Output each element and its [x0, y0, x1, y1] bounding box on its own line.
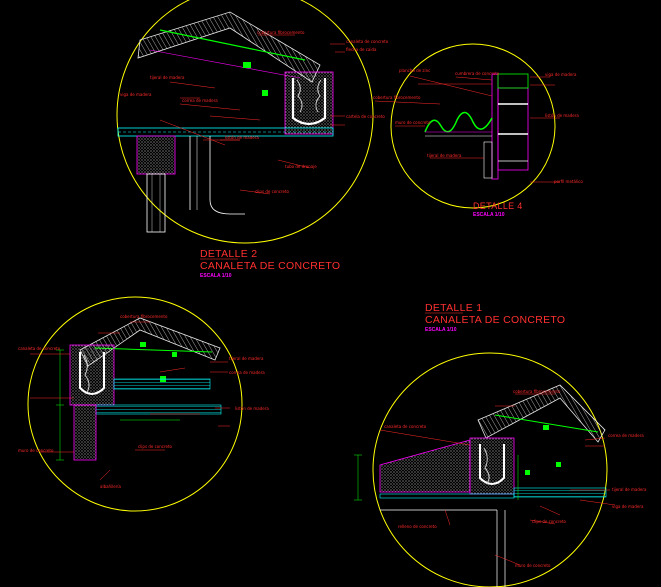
sloped-concrete-fill: [379, 439, 471, 493]
label-canaleta: canaleta de concreto: [346, 39, 389, 44]
label-cobertura: cobertura fibrocemento: [257, 30, 305, 35]
label-liston: listón de madera: [225, 135, 259, 140]
label-cobertura-d1: cobertura fibrocemento: [513, 389, 561, 394]
detail-2-circle: [116, 0, 374, 244]
detail-1-title-block: DETALLE 1 CANALETA DE CONCRETO ESCALA 1/…: [425, 302, 565, 333]
label-tijeral: tijeral de madera: [150, 75, 185, 80]
detail-1-title: DETALLE 1: [425, 302, 482, 314]
label-cobertura-d4: cobertura fibrocemento: [373, 95, 421, 100]
label-cumbrera: cumbrera de concreto: [455, 71, 500, 76]
label-canaleta-d3: canaleta de concreto: [18, 346, 61, 351]
detail-1-subtitle: CANALETA DE CONCRETO: [425, 314, 565, 326]
detail-3-drawing: cobertura fibrocemento canaleta de concr…: [18, 296, 269, 512]
label-clips-d3: clips de concreto: [138, 444, 173, 449]
label-muro-d1: muro de concreto: [515, 563, 551, 568]
label-muro-d3: muro de concreto: [18, 448, 54, 453]
label-muro-d4: muro de concreto: [395, 120, 431, 125]
label-cartela: cartela de concreto: [346, 114, 385, 119]
detail-4-drawing: plancha de zinc cumbrera de concreto vig…: [373, 43, 583, 209]
detail-1-circle: [372, 352, 608, 587]
detail-2-scale: ESCALA 1/10: [200, 273, 232, 279]
label-cobertura-d3: cobertura fibrocemento: [120, 314, 168, 319]
label-viga: viga de madera: [120, 92, 152, 97]
label-perfil-d4: perfil metálico: [554, 179, 583, 184]
detail-2-subtitle: CANALETA DE CONCRETO: [200, 260, 340, 272]
label-tijeral-d3: tijeral de madera: [229, 356, 264, 361]
detail-1-scale: ESCALA 1/10: [425, 327, 457, 333]
label-correa-d1: correa de madera: [608, 433, 644, 438]
label-canaleta-d1: canaleta de concreto: [384, 424, 427, 429]
label-tubo: tubo de drenaje: [285, 164, 317, 169]
detail-2-drawing: cobertura fibrocemento canaleta de concr…: [116, 0, 389, 244]
label-tijeral-d4: tijeral de madera: [427, 153, 462, 158]
detail-2-title: DETALLE 2: [200, 248, 257, 260]
detail-1-drawing: cobertura fibrocemento canaleta de concr…: [354, 352, 647, 587]
detail-4-title-block: DETALLE 4 ESCALA 1/10: [473, 201, 523, 218]
label-albanileria-d3: albañilería: [100, 484, 122, 489]
detail-4-circle: [390, 43, 556, 209]
label-tijeral-d1: tijeral de madera: [612, 487, 647, 492]
detail-2-title-block: DETALLE 2 CANALETA DE CONCRETO ESCALA 1/…: [200, 248, 340, 279]
label-viga-d1: viga de madera: [612, 504, 644, 509]
label-flecha: flecha de caida: [346, 47, 377, 52]
detail-3-circle: [27, 296, 243, 512]
label-liston-d4: listón de madera: [545, 113, 579, 118]
label-clips-d1: clips de concreto: [532, 519, 567, 524]
label-clips: clips de concreto: [255, 189, 290, 194]
label-viga-d4: viga de madera: [545, 72, 577, 77]
label-correa-d3: correa de madera: [229, 370, 265, 375]
label-zinc: plancha de zinc: [399, 68, 430, 73]
detail-4-title: DETALLE 4: [473, 201, 523, 211]
detail-4-scale: ESCALA 1/10: [473, 212, 505, 218]
roof-covering: [137, 11, 321, 83]
detail-2-callouts: cobertura fibrocemento canaleta de concr…: [120, 30, 389, 194]
zinc-plate: [424, 111, 493, 133]
label-liston-d3: listón de madera: [235, 406, 269, 411]
label-relleno-d1: relleno de concreto: [398, 524, 437, 529]
label-correa: correa de madera: [182, 98, 218, 103]
